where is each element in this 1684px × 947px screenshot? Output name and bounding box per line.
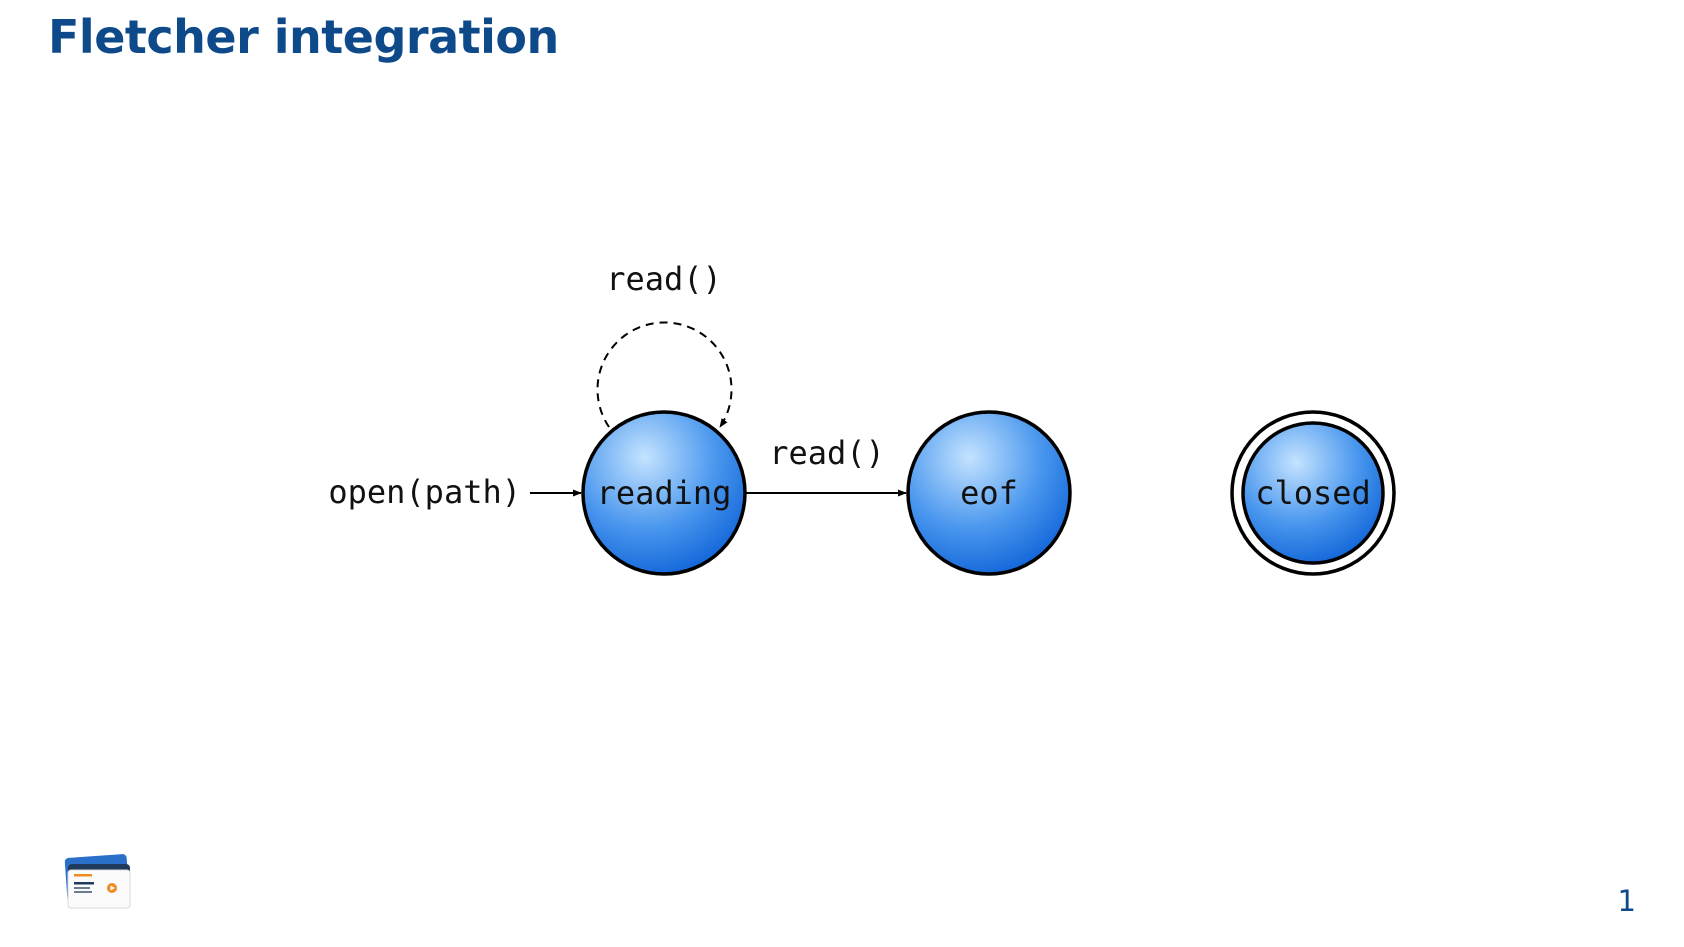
- state-eof: eof: [906, 410, 1072, 576]
- reading-to-eof-label: read(): [769, 434, 885, 472]
- slides-app-icon: [64, 854, 131, 909]
- self-loop-label: read(): [606, 260, 722, 298]
- state-label: reading: [597, 474, 732, 512]
- page-number: 1: [1617, 884, 1636, 918]
- state-closed: closed: [1230, 410, 1396, 576]
- start-transition-label: open(path): [328, 473, 521, 511]
- slide-title: Fletcher integration: [48, 10, 559, 64]
- self-loop-arrow: [596, 321, 733, 428]
- state-label: eof: [960, 474, 1018, 512]
- state-label: closed: [1255, 474, 1371, 512]
- state-reading: reading: [581, 410, 747, 576]
